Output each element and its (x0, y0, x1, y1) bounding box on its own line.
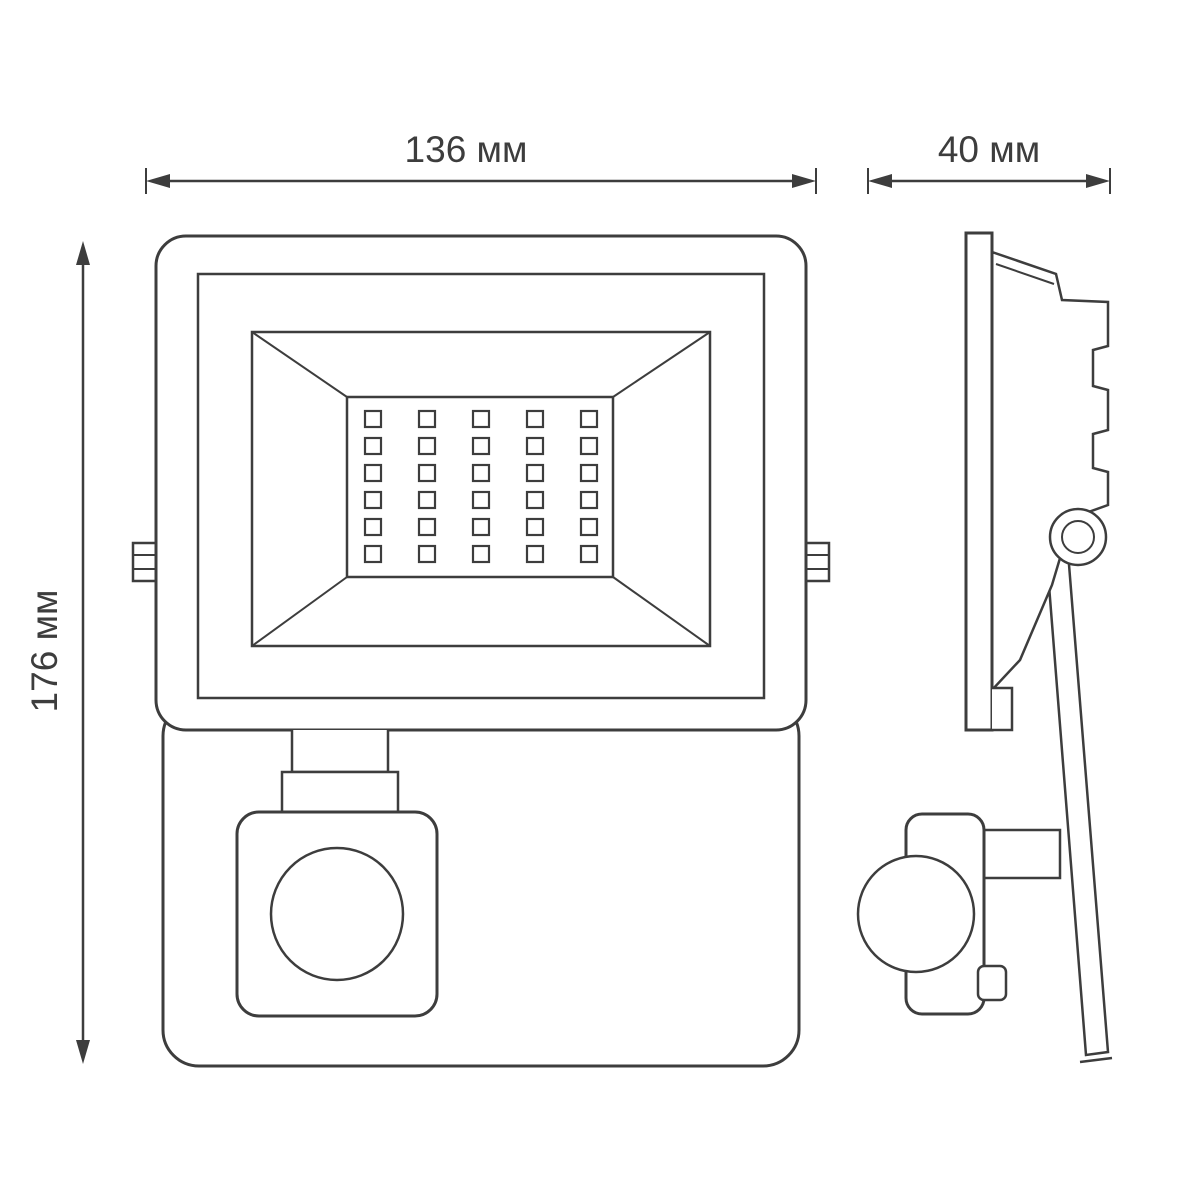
led-chip (579, 544, 599, 564)
led-chip (471, 517, 491, 537)
front-view (131, 234, 831, 1068)
dimension-width: 136 мм (145, 129, 817, 194)
height-arrow-bottom (76, 1040, 90, 1064)
led-chip (417, 463, 437, 483)
lamp-head-inner-frame (196, 272, 766, 700)
mount-screw-right (803, 541, 831, 583)
dimension-height: 176 мм (24, 241, 90, 1064)
led-chip (363, 490, 383, 510)
led-chip (363, 544, 383, 564)
led-chip (417, 490, 437, 510)
depth-arrow-left (868, 174, 892, 188)
led-chip (579, 436, 599, 456)
width-label: 136 мм (405, 129, 528, 170)
side-back-plate (964, 231, 994, 732)
depth-arrow-right (1086, 174, 1110, 188)
led-chip (363, 517, 383, 537)
led-chip (417, 544, 437, 564)
led-chip (363, 436, 383, 456)
sensor-bracket (280, 730, 400, 814)
depth-label: 40 мм (938, 129, 1040, 170)
led-chip (363, 463, 383, 483)
sensor-dome-side (856, 854, 976, 974)
mount-arm-foot (1079, 1056, 1113, 1064)
led-chip (525, 463, 545, 483)
led-chip (471, 409, 491, 429)
led-chip (525, 544, 545, 564)
width-arrow-right (792, 174, 816, 188)
led-chip (525, 409, 545, 429)
height-label: 176 мм (24, 590, 65, 713)
side-view (856, 231, 1113, 1064)
side-plate-step (992, 686, 1014, 732)
led-chip (525, 436, 545, 456)
led-chip (417, 517, 437, 537)
side-head-profile (990, 250, 1110, 694)
sensor-lens-front (269, 846, 405, 982)
led-chip (471, 490, 491, 510)
led-chip (417, 436, 437, 456)
led-chip (417, 409, 437, 429)
reflector (250, 330, 712, 648)
led-chip (525, 517, 545, 537)
led-chip (471, 436, 491, 456)
sensor-connector-side (982, 828, 1062, 880)
led-chip (579, 517, 599, 537)
led-chip (363, 409, 383, 429)
led-chip (579, 409, 599, 429)
height-arrow-top (76, 241, 90, 265)
side-head-inner-line (995, 263, 1055, 285)
led-chip (471, 463, 491, 483)
led-chip (525, 490, 545, 510)
led-chip (579, 463, 599, 483)
width-arrow-left (146, 174, 170, 188)
hinge-knob (1048, 507, 1108, 567)
led-chip (579, 490, 599, 510)
lamp-head-front (154, 234, 808, 732)
mount-arm-side (1045, 550, 1110, 1057)
led-chip (471, 544, 491, 564)
dimension-depth: 40 мм (867, 129, 1111, 194)
sensor-adjust-knob (976, 964, 1008, 1002)
led-grid (363, 409, 599, 564)
mount-screw-left (131, 541, 159, 583)
